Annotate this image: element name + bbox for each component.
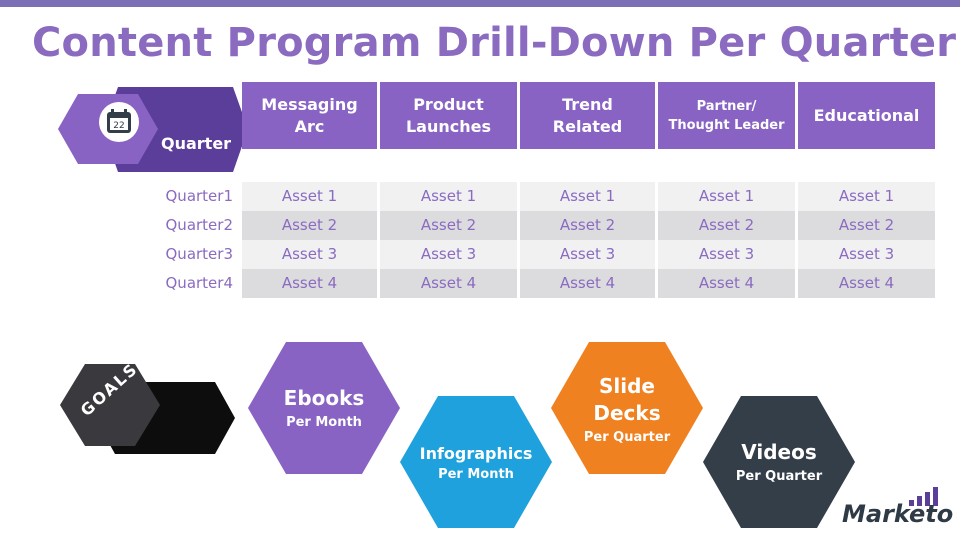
table-cell: Asset 3 bbox=[380, 240, 517, 269]
table-cell: Asset 4 bbox=[520, 269, 655, 298]
row-label-quarter4: Quarter4 bbox=[165, 274, 234, 292]
marketo-logo-text: Marketo bbox=[842, 500, 954, 528]
goal-title: Infographics bbox=[419, 444, 533, 463]
hexagon-shape bbox=[703, 396, 855, 528]
goal-title: Slide Decks bbox=[593, 374, 661, 425]
table-cell: Asset 4 bbox=[242, 269, 377, 298]
page-title: Content Program Drill-Down Per Quarter bbox=[32, 20, 957, 66]
table-cell: Asset 1 bbox=[798, 182, 935, 211]
goal-subtitle: Per Month bbox=[286, 415, 362, 430]
goal-subtitle: Per Month bbox=[438, 467, 514, 482]
calendar-icon: 22 bbox=[99, 102, 139, 142]
quarter-badge bbox=[58, 87, 248, 172]
table-cell: Asset 1 bbox=[380, 182, 517, 211]
goal-subtitle: Per Quarter bbox=[583, 430, 671, 445]
column-header-messaging-arc: Messaging Arc bbox=[242, 82, 377, 149]
hexagon-shape bbox=[248, 342, 400, 474]
table-cell: Asset 4 bbox=[658, 269, 795, 298]
row-label-quarter2: Quarter2 bbox=[165, 216, 234, 234]
quarter-label: Quarter bbox=[161, 134, 232, 153]
table-cell: Asset 4 bbox=[798, 269, 935, 298]
table-cell: Asset 1 bbox=[520, 182, 655, 211]
marketo-logo-bars-icon bbox=[909, 487, 938, 506]
table-cell: Asset 4 bbox=[380, 269, 517, 298]
hexagon-shape bbox=[400, 396, 552, 528]
column-header-trend-related: Trend Related bbox=[520, 82, 655, 149]
goals-badge bbox=[60, 364, 235, 454]
goal-hex-slide-decks: Slide Decks Per Quarter bbox=[551, 342, 703, 474]
table-cell: Asset 3 bbox=[520, 240, 655, 269]
table-cell: Asset 2 bbox=[520, 211, 655, 240]
table-cell: Asset 3 bbox=[242, 240, 377, 269]
table-cell: Asset 1 bbox=[242, 182, 377, 211]
goal-hex-infographics: Infographics Per Month bbox=[400, 396, 552, 528]
top-accent-bar bbox=[0, 0, 960, 7]
table-cell: Asset 2 bbox=[242, 211, 377, 240]
table-cell: Asset 2 bbox=[380, 211, 517, 240]
goal-title: Videos bbox=[741, 440, 817, 464]
table-cell: Asset 3 bbox=[798, 240, 935, 269]
table-cell: Asset 3 bbox=[658, 240, 795, 269]
column-header-product-launches: Product Launches bbox=[380, 82, 517, 149]
table-cell: Asset 2 bbox=[798, 211, 935, 240]
row-label-quarter1: Quarter1 bbox=[165, 187, 234, 205]
column-header-educational: Educational bbox=[798, 82, 935, 149]
row-label-quarter3: Quarter3 bbox=[165, 245, 234, 263]
column-header-partner-thought-leader: Partner/ Thought Leader bbox=[658, 82, 795, 149]
goal-subtitle: Per Quarter bbox=[735, 469, 823, 484]
hexagon-shape bbox=[551, 342, 703, 474]
goal-hex-ebooks: Ebooks Per Month bbox=[248, 342, 400, 474]
goal-hex-videos: Videos Per Quarter bbox=[703, 396, 855, 528]
goal-title: Ebooks bbox=[283, 386, 365, 410]
table-cell: Asset 2 bbox=[658, 211, 795, 240]
table-cell: Asset 1 bbox=[658, 182, 795, 211]
svg-text:22: 22 bbox=[113, 121, 124, 131]
